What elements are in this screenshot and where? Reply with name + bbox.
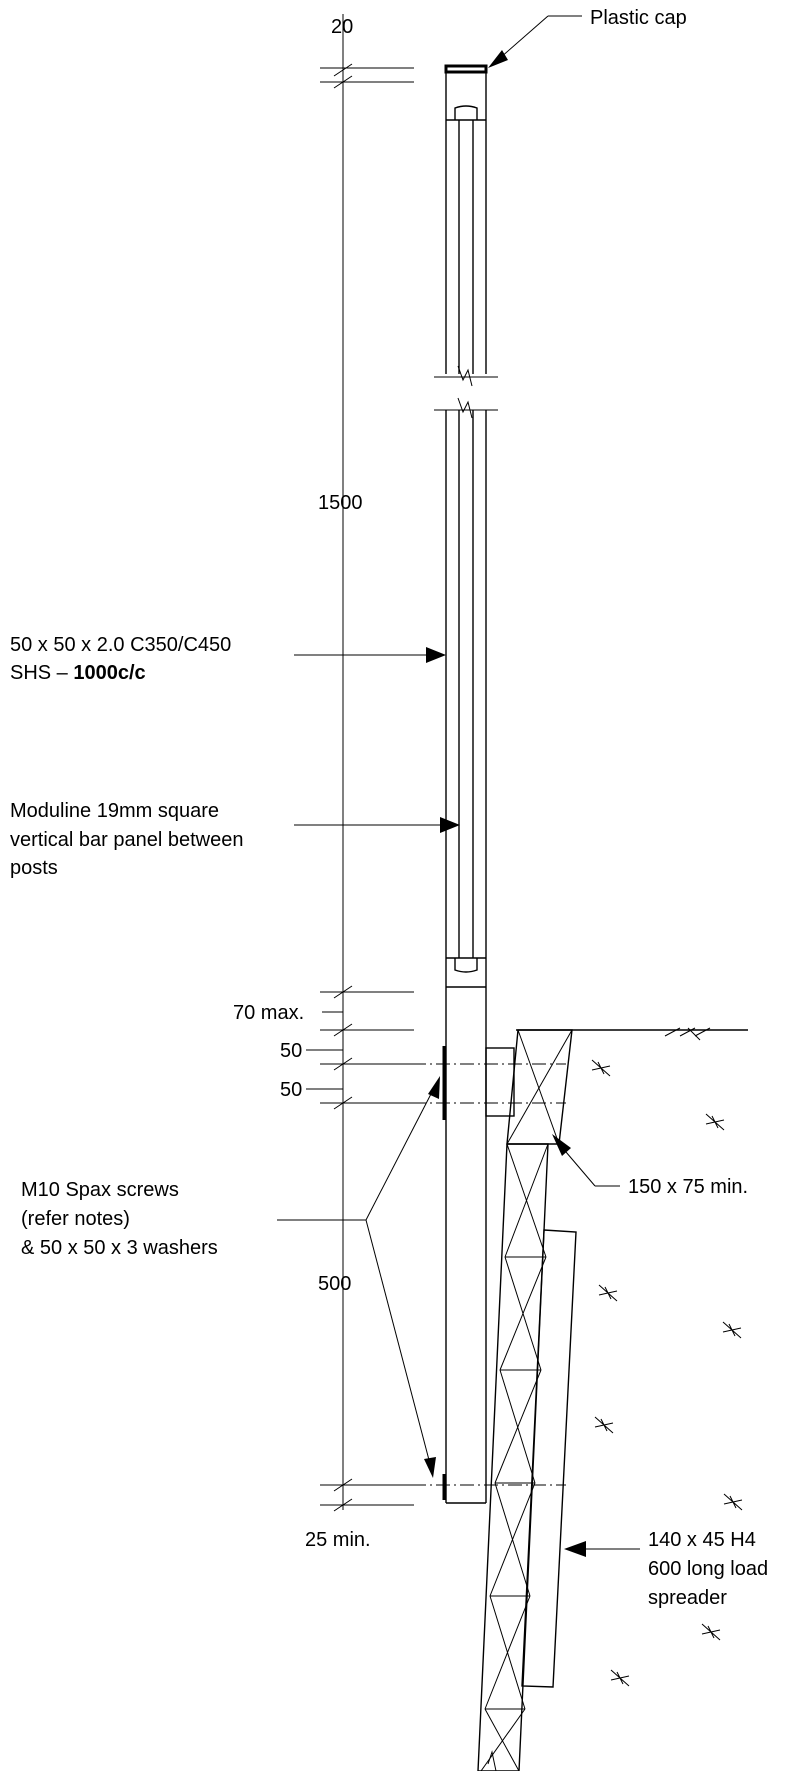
label-screws-line2: (refer notes) [21, 1208, 130, 1230]
dimension-lines [306, 14, 414, 1512]
dim-top-cap: 20 [331, 16, 353, 38]
label-screws-line1: M10 Spax screws [21, 1179, 179, 1201]
label-shs-line2: SHS – 1000c/c [10, 662, 146, 684]
timber-block-150x75 [506, 1029, 573, 1145]
ground-surface [516, 1027, 748, 1041]
dim-post-height: 1500 [318, 492, 363, 514]
shs-post [444, 64, 488, 1504]
label-shs-spacing: 1000c/c [73, 662, 145, 684]
leader-panel [294, 817, 460, 833]
label-spreader-line2: 600 long load [648, 1558, 768, 1580]
label-panel-line2: vertical bar panel between [10, 829, 243, 851]
label-spreader-line3: spreader [648, 1587, 727, 1609]
label-panel-line3: posts [10, 857, 58, 879]
timber-pile [477, 1143, 549, 1771]
label-shs-line1: 50 x 50 x 2.0 C350/C450 [10, 634, 231, 656]
label-screws-line3: & 50 x 50 x 3 washers [21, 1237, 218, 1259]
leader-timber-block [552, 1134, 620, 1187]
load-spreader-140x45 [521, 1229, 577, 1688]
label-spreader-line1: 140 x 45 H4 [648, 1529, 756, 1551]
dim-embed-length: 500 [318, 1273, 351, 1295]
dim-screw-offset-2: 50 [280, 1079, 302, 1101]
plastic-cap [444, 64, 488, 74]
label-timber-size: 150 x 75 min. [628, 1176, 748, 1198]
leader-screws [277, 1076, 440, 1478]
label-shs-prefix: SHS – [10, 662, 73, 684]
label-plastic-cap: Plastic cap [590, 7, 687, 29]
leader-plastic-cap [488, 15, 582, 68]
label-panel-line1: Moduline 19mm square [10, 800, 219, 822]
vertical-bar-panel [446, 105, 486, 988]
soil-hatch-marks [591, 1059, 743, 1687]
dim-gap-max: 70 max. [233, 1002, 304, 1024]
leader-shs [294, 647, 446, 663]
dim-screw-offset-1: 50 [280, 1040, 302, 1062]
dim-clearance-min: 25 min. [305, 1529, 371, 1551]
timber-packer [485, 1047, 515, 1117]
leader-load-spreader [564, 1541, 640, 1557]
